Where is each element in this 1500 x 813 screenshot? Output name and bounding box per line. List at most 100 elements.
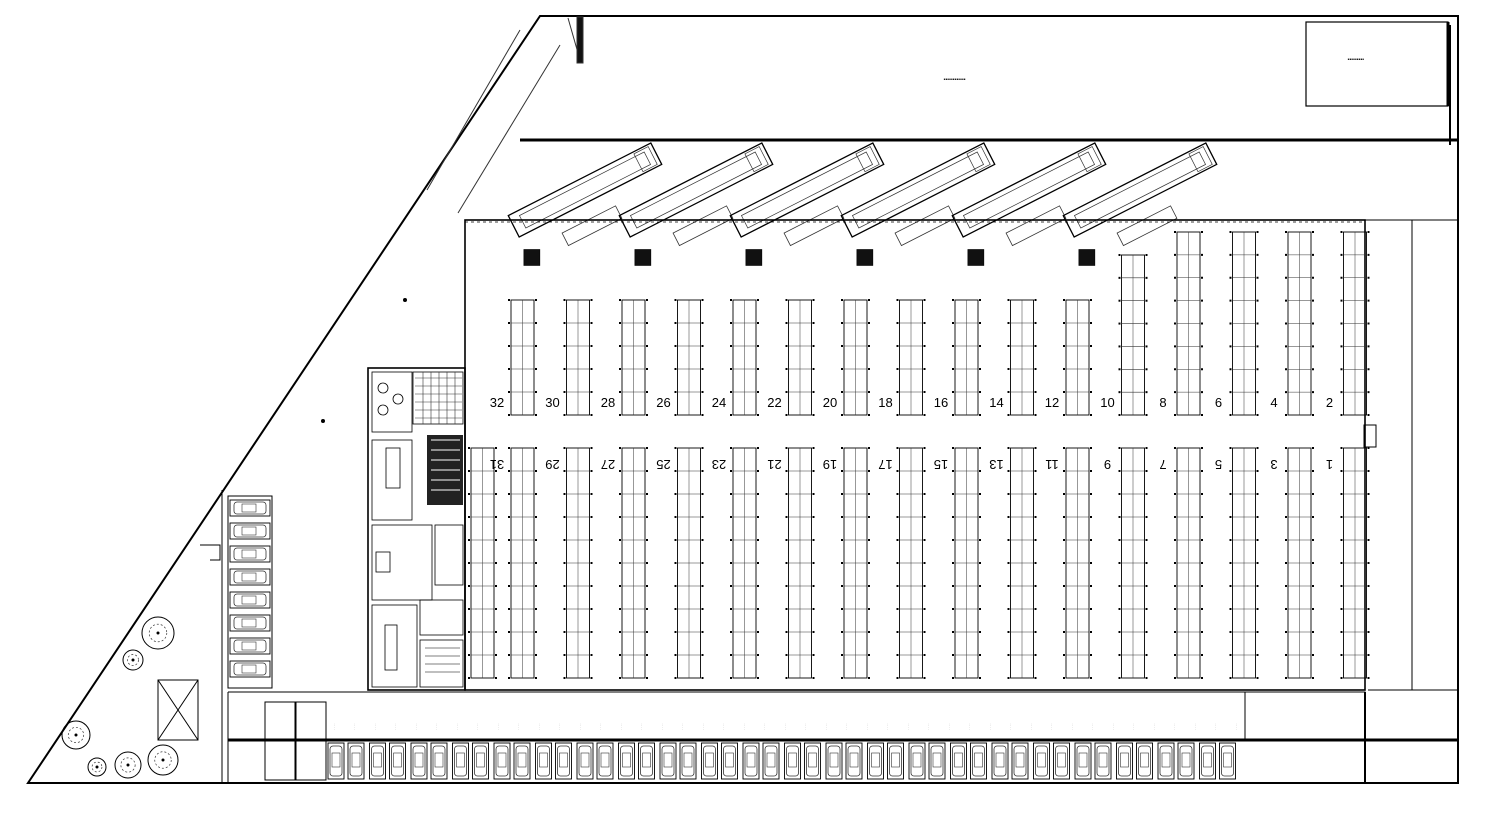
- car-icon: [1053, 742, 1070, 780]
- svg-text:· · · ·: · · · ·: [1234, 724, 1238, 731]
- svg-text:· · · ·: · · · ·: [927, 724, 931, 731]
- rack: [1174, 231, 1203, 416]
- car-icon: [472, 742, 489, 780]
- svg-text:· · · ·: · · · ·: [968, 724, 972, 731]
- tree-icon: [147, 744, 179, 776]
- rack: [563, 299, 593, 416]
- car-icon: [825, 742, 843, 780]
- car-icon: [742, 742, 760, 780]
- garden-area: [157, 490, 223, 783]
- rack-number-top: 26: [656, 395, 670, 410]
- car-icon: [229, 568, 271, 586]
- rack: [674, 447, 704, 679]
- rack: [730, 447, 759, 679]
- rack: [1007, 447, 1037, 679]
- rack: [1118, 447, 1148, 679]
- svg-text:· · · ·: · · · ·: [988, 724, 992, 731]
- svg-text:· · · ·: · · · ·: [947, 724, 951, 731]
- rack-number-top: 14: [989, 395, 1003, 410]
- car-icon: [493, 742, 511, 780]
- rack-number-bottom: 3: [1270, 457, 1277, 472]
- svg-text:· · · ·: · · · ·: [455, 724, 459, 731]
- car-icon: [229, 637, 271, 655]
- storage-racks: [468, 231, 1370, 679]
- svg-text:· · · ·: · · · ·: [332, 724, 336, 731]
- svg-text:· · · ·: · · · ·: [681, 724, 685, 731]
- rack-number-bottom: 21: [767, 457, 781, 472]
- trees: [61, 616, 179, 779]
- svg-text:· · · ·: · · · ·: [1029, 724, 1033, 731]
- rack-number-top: 28: [601, 395, 615, 410]
- rack: [1007, 299, 1037, 416]
- car-icon: [327, 742, 345, 780]
- car-icon: [762, 742, 780, 780]
- rack: [896, 447, 926, 679]
- bottom-parking-stalls: · · · · · · · · · · · · · · · · · · · · · · ·…: [327, 724, 1238, 780]
- car-icon: [389, 742, 406, 780]
- rack-number-top: 32: [490, 395, 504, 410]
- rack: [785, 299, 815, 416]
- rack: [1285, 447, 1314, 679]
- car-icon: [784, 742, 801, 780]
- rack-number-bottom: 27: [601, 457, 615, 472]
- rack-number-top: 16: [934, 395, 948, 410]
- rack-number-top: 4: [1270, 395, 1277, 410]
- rack: [508, 447, 537, 679]
- svg-text:· · · ·: · · · ·: [845, 724, 849, 731]
- car-icon: [229, 545, 271, 563]
- loading-docks: [507, 142, 1218, 266]
- bottom-parking: [227, 689, 1458, 783]
- rack: [563, 447, 593, 679]
- rack-number-bottom: 13: [989, 457, 1003, 472]
- car-icon: [513, 742, 531, 780]
- car-icon: [1219, 742, 1236, 780]
- car-icon: [229, 614, 271, 632]
- svg-text:· · · ·: · · · ·: [742, 724, 746, 731]
- car-icon: [1157, 742, 1175, 780]
- rack-number-bottom: 7: [1159, 457, 1166, 472]
- rack-number-top: 12: [1045, 395, 1059, 410]
- tree-icon: [61, 720, 91, 750]
- tree-icon: [87, 757, 107, 777]
- car-icon: [430, 742, 448, 780]
- car-icon: [970, 742, 987, 780]
- car-icon: [229, 591, 271, 609]
- car-icon: [1116, 742, 1133, 780]
- svg-text:· · · ·: · · · ·: [517, 724, 521, 731]
- car-icon: [950, 742, 967, 780]
- svg-text:· · · ·: · · · ·: [722, 724, 726, 731]
- rack: [785, 447, 815, 679]
- car-icon: [638, 742, 655, 780]
- rack: [952, 299, 981, 416]
- car-icon: [701, 742, 718, 780]
- car-icon: [347, 742, 365, 780]
- car-icon: [1033, 742, 1050, 780]
- rack-number-bottom: 15: [934, 457, 948, 472]
- svg-text:· · · ·: · · · ·: [1214, 724, 1218, 731]
- rack: [1229, 447, 1259, 679]
- car-icon: [555, 742, 572, 780]
- side-parking: [227, 495, 273, 689]
- truck-icon: [1078, 249, 1096, 266]
- truck-icon: [523, 249, 541, 266]
- car-icon: [229, 499, 271, 517]
- rack: [468, 447, 497, 679]
- site-boundary: [26, 15, 1459, 784]
- rack: [896, 299, 926, 416]
- svg-text:· · · ·: · · · ·: [1111, 724, 1115, 731]
- rack: [1340, 231, 1370, 416]
- loading-dock: [951, 142, 1107, 266]
- rack: [619, 447, 648, 679]
- rack-number-top: 20: [823, 395, 837, 410]
- svg-text:· · · ·: · · · ·: [414, 724, 418, 731]
- rack-number-top: 8: [1159, 395, 1166, 410]
- svg-text:· · · ·: · · · ·: [640, 724, 644, 731]
- rack-number-bottom: 25: [656, 457, 670, 472]
- rack: [1118, 254, 1148, 416]
- car-icon: [1177, 742, 1195, 780]
- car-icon: [410, 742, 428, 780]
- car-icon: [618, 742, 635, 780]
- svg-text:· · · · · · · · · · · ·: · · · · · · · · · · · ·: [944, 77, 965, 81]
- rack-number-top: 18: [878, 395, 892, 410]
- svg-text:· · · ·: · · · ·: [1091, 724, 1095, 731]
